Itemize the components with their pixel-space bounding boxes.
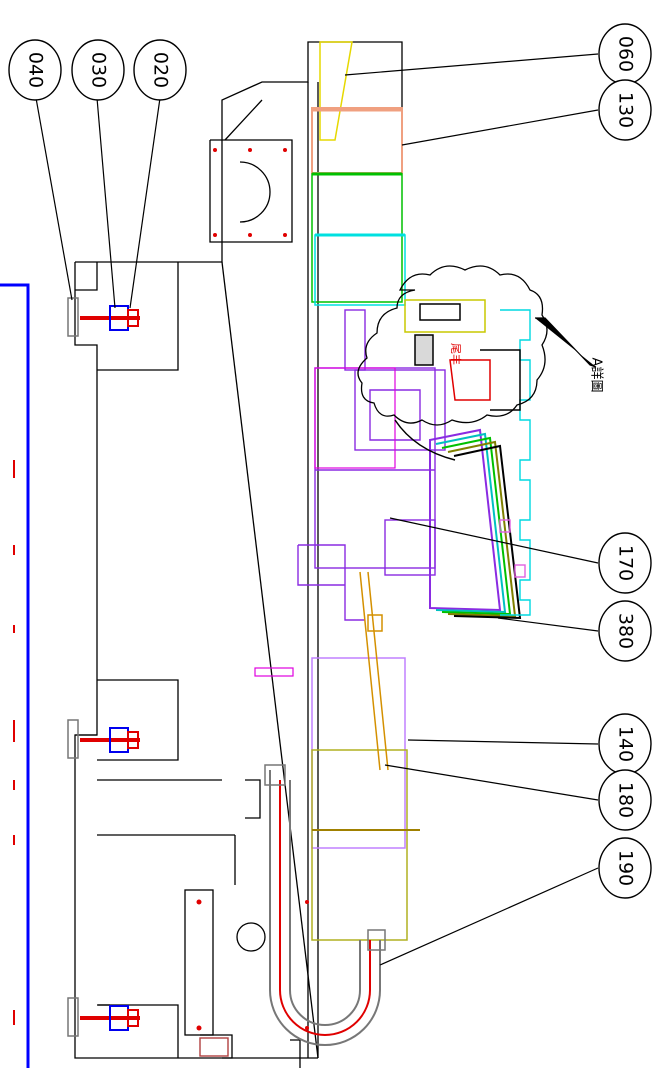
detail-small-label: 尾丰 <box>449 343 462 365</box>
bolt-markers <box>196 148 309 1031</box>
cyan-box <box>314 233 406 306</box>
callout-380: 380 <box>598 600 652 662</box>
leader-lines-left <box>35 97 161 309</box>
svg-text:170: 170 <box>615 545 637 581</box>
red-pin <box>199 1037 229 1057</box>
callout-040: 040 <box>8 39 62 101</box>
detail-a-label: A詳圖 <box>589 358 605 393</box>
callout-030: 030 <box>71 39 125 101</box>
svg-text:180: 180 <box>615 782 637 818</box>
base-frame <box>74 41 403 1068</box>
clamp-bolt-middle <box>67 719 140 759</box>
callout-130: 130 <box>598 79 652 141</box>
callout-020: 020 <box>133 39 187 101</box>
callout-190: 190 <box>598 837 652 899</box>
svg-text:190: 190 <box>615 850 637 886</box>
link-rod-180 <box>359 571 389 771</box>
magenta-outline <box>254 367 396 677</box>
callout-140: 140 <box>598 713 652 775</box>
u-hook-190 <box>264 764 386 1046</box>
clamp-bolt-top <box>67 297 140 337</box>
drawing-border <box>0 283 30 1068</box>
svg-text:040: 040 <box>25 52 47 88</box>
detail-a-inner <box>394 299 521 461</box>
box-olive <box>311 749 408 941</box>
svg-text:140: 140 <box>615 726 637 762</box>
blade-stack-380 <box>429 428 522 620</box>
svg-text:020: 020 <box>150 52 172 88</box>
leader-lines-right <box>344 53 599 966</box>
box-140 <box>311 657 406 849</box>
top-box-060 <box>311 41 403 174</box>
callout-060: 060 <box>598 23 652 85</box>
detail-a-cloud <box>357 265 548 426</box>
svg-text:030: 030 <box>88 52 110 88</box>
callout-180: 180 <box>598 769 652 831</box>
svg-text:060: 060 <box>615 36 637 72</box>
pink-slots <box>499 519 526 578</box>
svg-text:380: 380 <box>615 613 637 649</box>
callout-170: 170 <box>598 532 652 594</box>
clamp-bolt-bottom <box>67 997 140 1037</box>
green-box <box>311 172 403 303</box>
svg-text:130: 130 <box>615 92 637 128</box>
